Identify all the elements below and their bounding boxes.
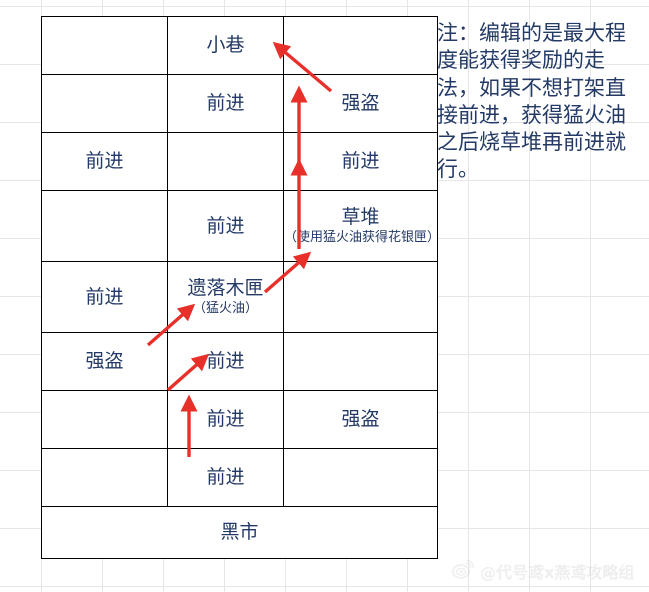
table-cell-empty: [283, 16, 438, 75]
table-row-footer: 黑市: [41, 506, 438, 559]
cell-label: 强盗: [85, 350, 124, 373]
route-map-table: 小巷前进强盗前进前进前进草堆（使用猛火油获得花银匣）前进遗落木匣（猛火油）强盗前…: [41, 16, 441, 559]
table-row: 前进 强盗: [41, 74, 438, 133]
cell-label: 小巷: [206, 34, 245, 57]
table-cell-小巷: 小巷: [167, 16, 284, 75]
table-row: 前进 草堆（使用猛火油获得花银匣）: [41, 190, 441, 262]
cell-label: 草堆: [341, 206, 380, 229]
table-row: 前进 强盗: [41, 390, 438, 449]
cell-label: 强盗: [341, 408, 380, 431]
table-cell-强盗: 强盗: [283, 74, 438, 133]
table-cell-前进: 前进: [283, 132, 438, 191]
table-cell-黑市: 黑市: [41, 506, 438, 559]
table-cell-empty: [41, 16, 168, 75]
table-cell-empty: [41, 74, 168, 133]
table-cell-empty: [167, 132, 284, 191]
cell-label: 遗落木匣: [187, 277, 264, 300]
cell-label: 前进: [341, 150, 380, 173]
table-row: 前进 遗落木匣（猛火油）: [41, 261, 438, 333]
table-row: 前进: [41, 448, 438, 507]
table-cell-草堆: 草堆（使用猛火油获得花银匣）: [283, 190, 441, 262]
table-cell-empty: [41, 390, 168, 449]
table-cell-前进: 前进: [167, 390, 284, 449]
table-cell-前进: 前进: [167, 74, 284, 133]
table-cell-empty: [41, 190, 168, 262]
weibo-icon: [452, 559, 474, 583]
table-cell-遗落木匣: 遗落木匣（猛火油）: [167, 261, 284, 333]
watermark: @代号鸢x燕鸢攻略组: [452, 558, 644, 584]
watermark-text: @代号鸢x燕鸢攻略组: [480, 563, 635, 582]
table-cell-前进: 前进: [167, 332, 284, 391]
cell-label: 前进: [85, 285, 124, 308]
table-cell-empty: [283, 332, 438, 391]
cell-label: 前进: [206, 214, 245, 237]
cell-label: 黑市: [220, 521, 259, 544]
table-cell-前进: 前进: [167, 448, 284, 507]
cell-label: 强盗: [341, 92, 380, 115]
table-row: 强盗 前进: [41, 332, 438, 391]
table-row: 小巷: [41, 16, 438, 75]
table-cell-empty: [41, 448, 168, 507]
note-text: 注：编辑的是最大程度能获得奖励的走法，如果不想打架直接前进，获得猛火油之后烧草堆…: [437, 21, 626, 182]
cell-label: 前进: [85, 150, 124, 173]
table-cell-empty: [283, 448, 438, 507]
cell-label: 前进: [206, 466, 245, 489]
cell-sublabel: （使用猛火油获得花银匣）: [284, 229, 441, 245]
table-cell-强盗: 强盗: [41, 332, 168, 391]
cell-label: 前进: [206, 408, 245, 431]
table-cell-前进: 前进: [41, 132, 168, 191]
table-cell-前进: 前进: [41, 261, 168, 333]
cell-label: 前进: [206, 350, 245, 373]
table-row: 前进 前进: [41, 132, 438, 191]
table-cell-empty: [283, 261, 438, 333]
cell-sublabel: （猛火油）: [192, 300, 258, 316]
cell-label: 前进: [206, 92, 245, 115]
table-cell-强盗: 强盗: [283, 390, 438, 449]
table-cell-前进: 前进: [167, 190, 284, 262]
